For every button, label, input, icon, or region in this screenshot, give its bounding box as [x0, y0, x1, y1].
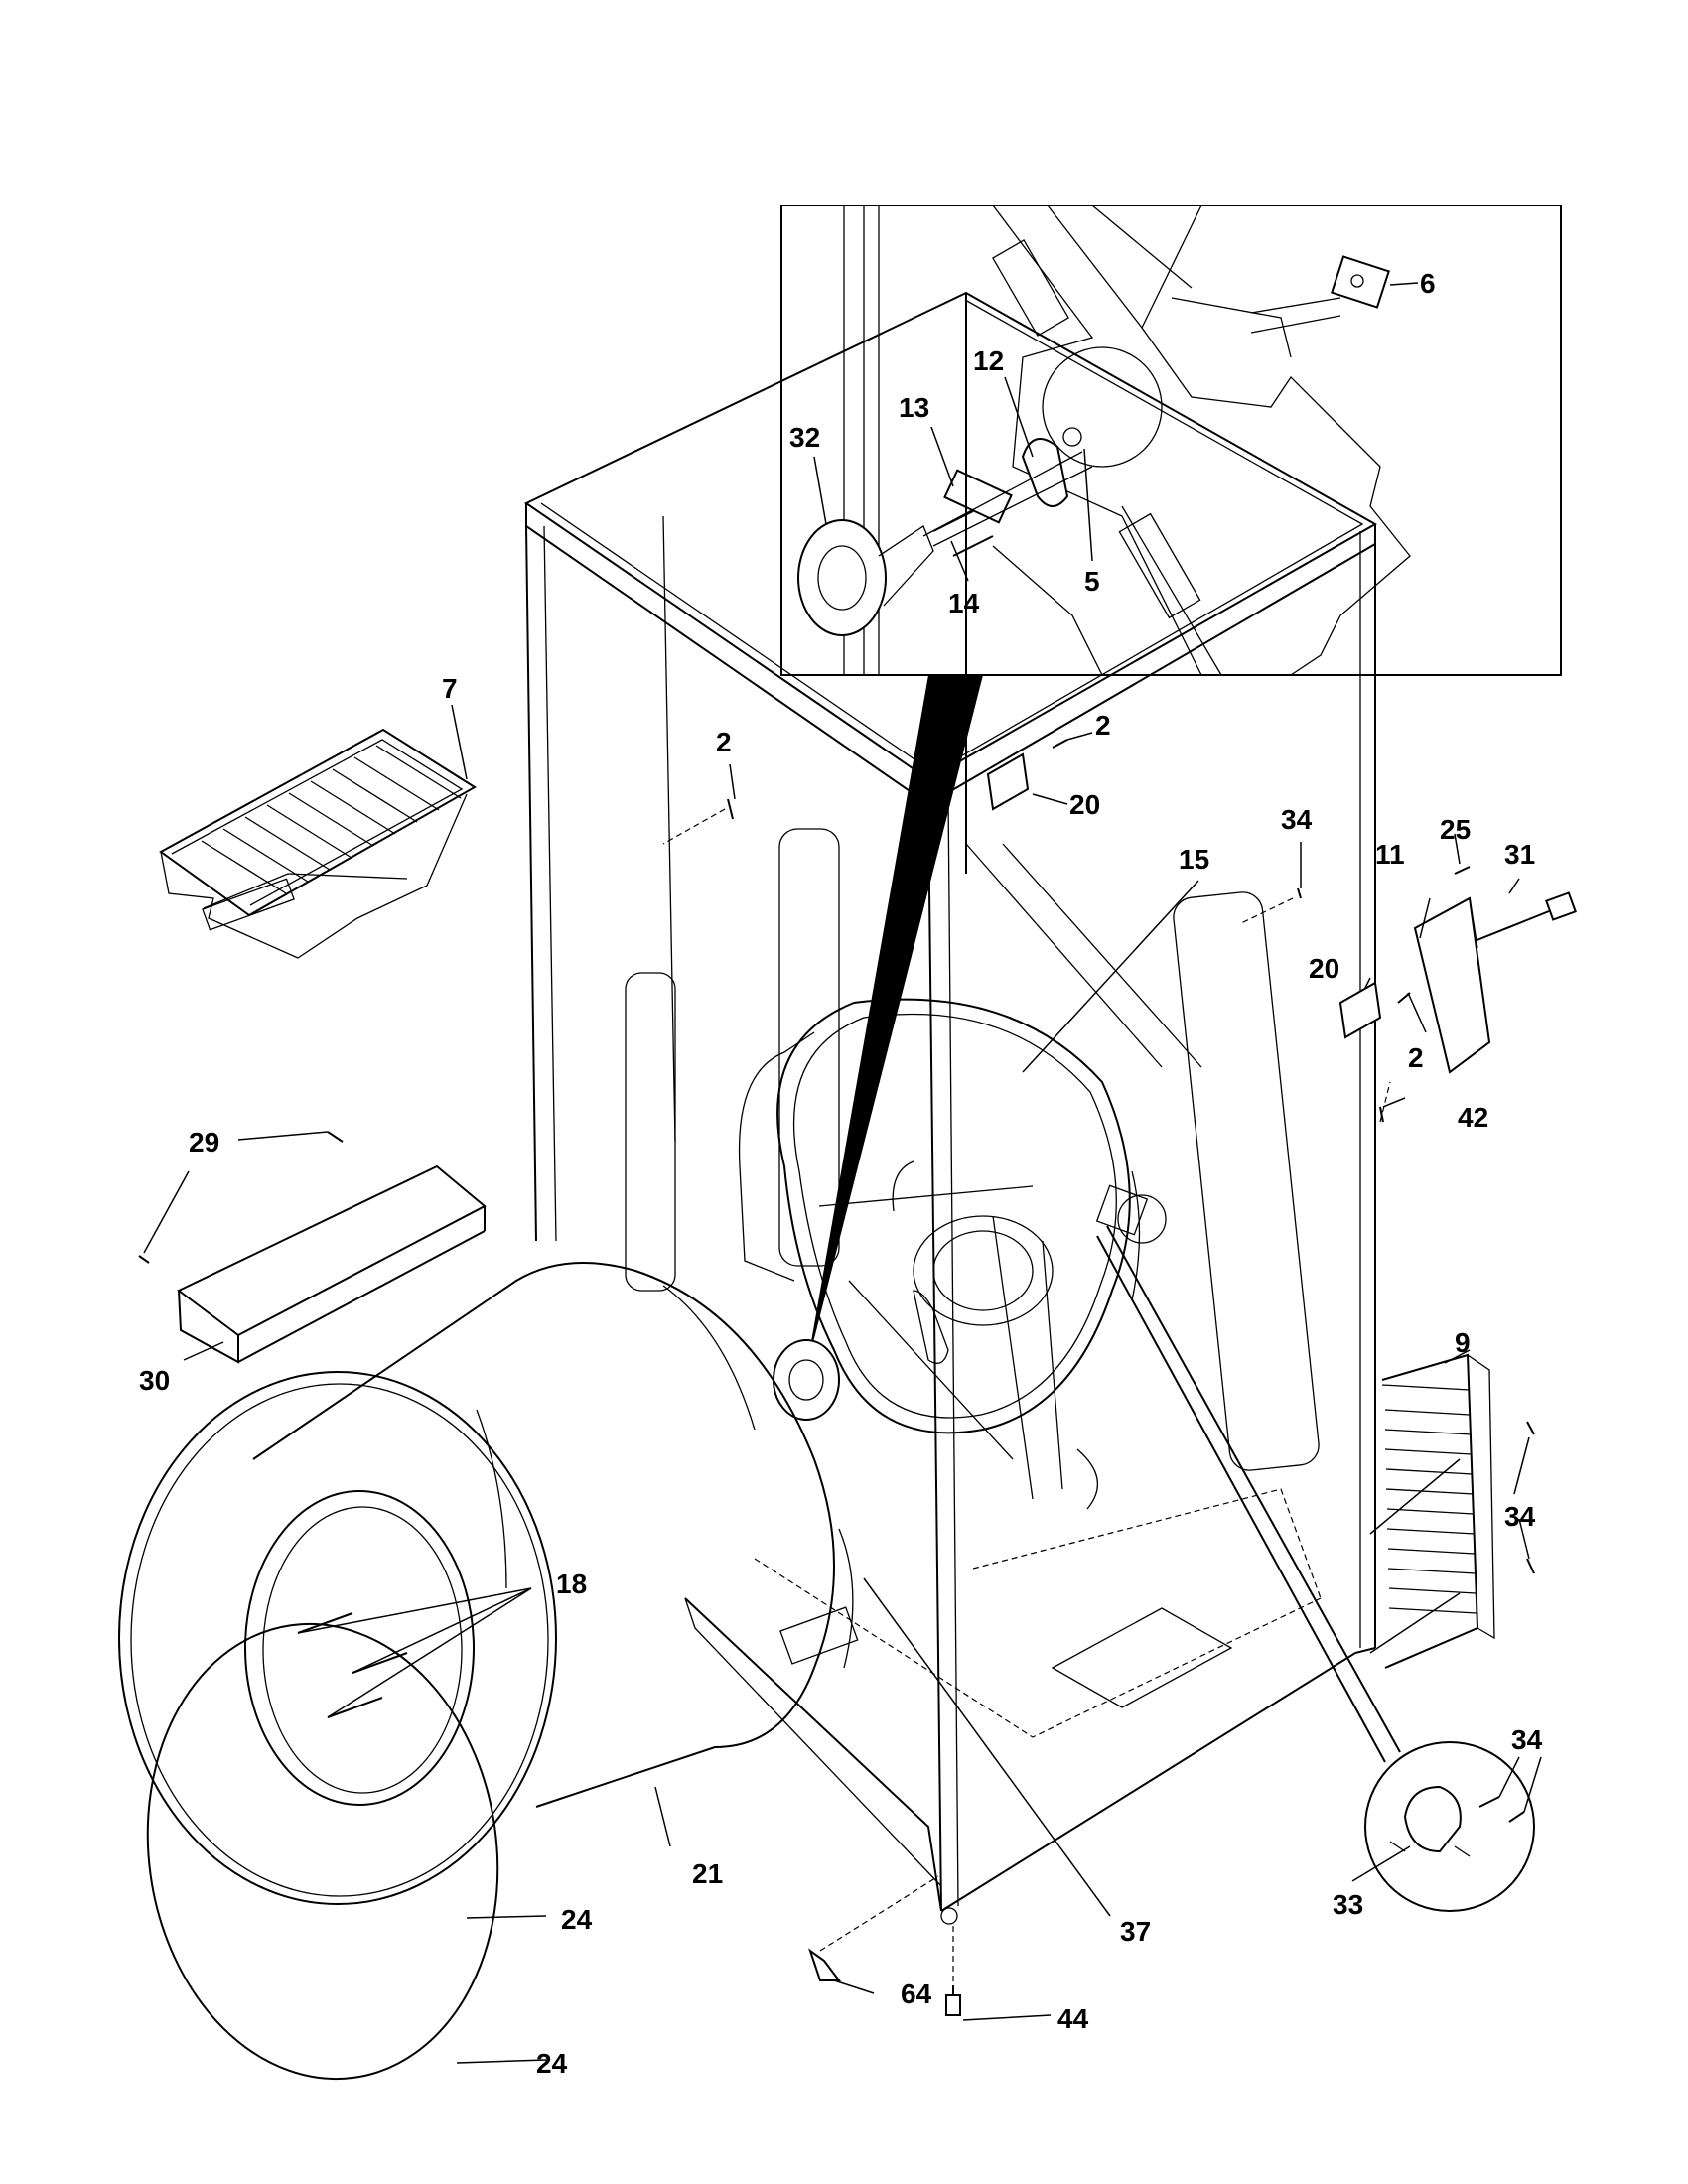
callout-20-top: 20 — [1069, 789, 1100, 820]
leader-lines — [143, 282, 1542, 2064]
callout-34-grille: 34 — [1504, 1501, 1536, 1532]
callout-29: 29 — [189, 1127, 219, 1158]
screws-18 — [297, 1612, 408, 1718]
callout-34-detail: 34 — [1511, 1724, 1543, 1755]
callout-9: 9 — [1455, 1327, 1471, 1358]
callout-15: 15 — [1179, 844, 1209, 875]
drum-21 — [118, 1262, 854, 1905]
drum-seal-24 — [146, 1622, 499, 2081]
bracket-11 — [1413, 896, 1491, 1074]
callout-2-top: 2 — [1095, 710, 1111, 741]
callout-2-left: 2 — [716, 727, 732, 757]
callout-13: 13 — [899, 392, 929, 423]
clip-12 — [1021, 438, 1069, 507]
callout-14: 14 — [948, 588, 980, 618]
callout-33: 33 — [1333, 1889, 1363, 1920]
callout-2-right: 2 — [1408, 1042, 1424, 1073]
vent-duct-30 — [177, 1164, 487, 1364]
callout-18: 18 — [556, 1569, 587, 1599]
clip-20-right — [1338, 981, 1382, 1039]
grille-9 — [1381, 1353, 1495, 1669]
cabinet-frame — [524, 291, 1378, 1925]
clip-20-top — [986, 752, 1030, 811]
inset-detail — [780, 205, 1562, 676]
callout-34-top: 34 — [1281, 804, 1313, 835]
bracket-13 — [943, 469, 1013, 524]
callout-12: 12 — [973, 345, 1004, 376]
clip-64 — [808, 1948, 841, 1981]
inset-pointer — [806, 675, 983, 1370]
thermostat-33 — [1403, 1785, 1462, 1853]
callout-11: 11 — [1375, 839, 1405, 870]
rear-bulkhead — [738, 998, 1167, 1510]
callout-64: 64 — [901, 1979, 932, 2009]
sensor-31 — [1474, 891, 1577, 942]
callout-25: 25 — [1440, 814, 1471, 845]
callout-42: 42 — [1458, 1102, 1488, 1133]
callout-44: 44 — [1057, 2003, 1089, 2034]
callout-7: 7 — [442, 673, 458, 704]
callout-labels: 6 12 13 32 14 5 7 2 2 20 15 34 25 11 31 … — [139, 268, 1543, 2079]
bolt-44 — [945, 1994, 961, 2016]
callout-32: 32 — [789, 422, 820, 453]
callout-6: 6 — [1420, 268, 1436, 299]
callout-21: 21 — [692, 1858, 723, 1889]
bearing-housing-32 — [797, 519, 887, 636]
callout-30: 30 — [139, 1365, 170, 1396]
callout-31: 31 — [1504, 839, 1535, 870]
callout-24-upper: 24 — [561, 1904, 593, 1935]
callout-5: 5 — [1084, 566, 1100, 597]
callout-37: 37 — [1120, 1916, 1151, 1947]
dry-rack-7 — [159, 728, 477, 959]
callout-20-right: 20 — [1309, 953, 1339, 984]
callout-24-lower: 24 — [536, 2048, 568, 2079]
bracket-6 — [1331, 255, 1390, 309]
thermostat-detail — [1096, 1225, 1535, 1912]
